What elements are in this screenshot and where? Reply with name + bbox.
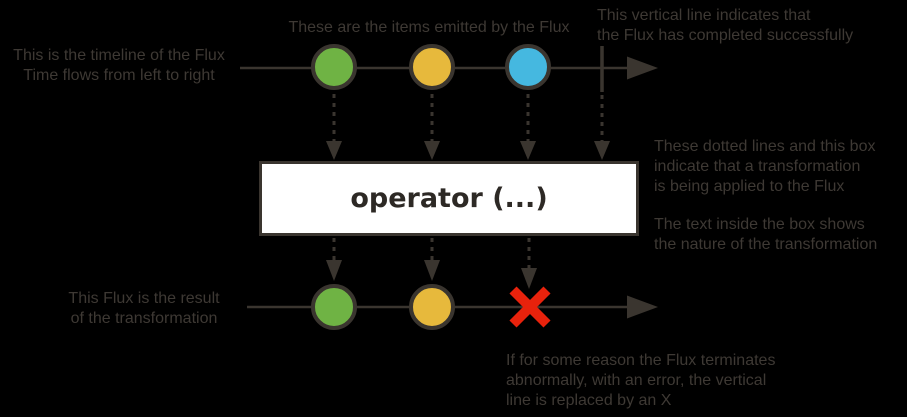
result-timeline-arrowhead-icon	[627, 295, 658, 319]
annotation-result: This Flux is the result of the transform…	[68, 290, 220, 327]
result-marble-yellow	[409, 284, 455, 330]
source-timeline-arrowhead-icon	[627, 56, 658, 80]
dashed-arrowhead-icon	[326, 260, 342, 281]
result-marble-green	[311, 284, 357, 330]
annotation-timeline: This is the timeline of the Flux Time fl…	[13, 47, 225, 84]
dashed-arrowhead-icon	[424, 141, 440, 160]
source-marble-blue	[505, 44, 551, 90]
dashed-arrowhead-icon	[424, 260, 440, 281]
source-marble-green	[311, 44, 357, 90]
error-x-icon	[509, 286, 551, 328]
dashed-arrowhead-icon	[520, 141, 536, 160]
annotation-transform: These dotted lines and this box indicate…	[654, 138, 876, 195]
annotation-complete: This vertical line indicates that the Fl…	[597, 7, 854, 44]
dashed-arrowhead-icon	[594, 141, 610, 160]
dashed-arrowhead-icon	[521, 268, 537, 289]
annotation-items: These are the items emitted by the Flux	[288, 19, 570, 36]
annotation-box-text: The text inside the box shows the nature…	[654, 216, 878, 253]
dashed-arrowhead-icon	[326, 141, 342, 160]
operator-label: operator (...)	[350, 183, 548, 214]
annotation-error: If for some reason the Flux terminates a…	[506, 352, 776, 409]
operator-box: operator (...)	[259, 161, 639, 236]
source-marble-yellow	[409, 44, 455, 90]
